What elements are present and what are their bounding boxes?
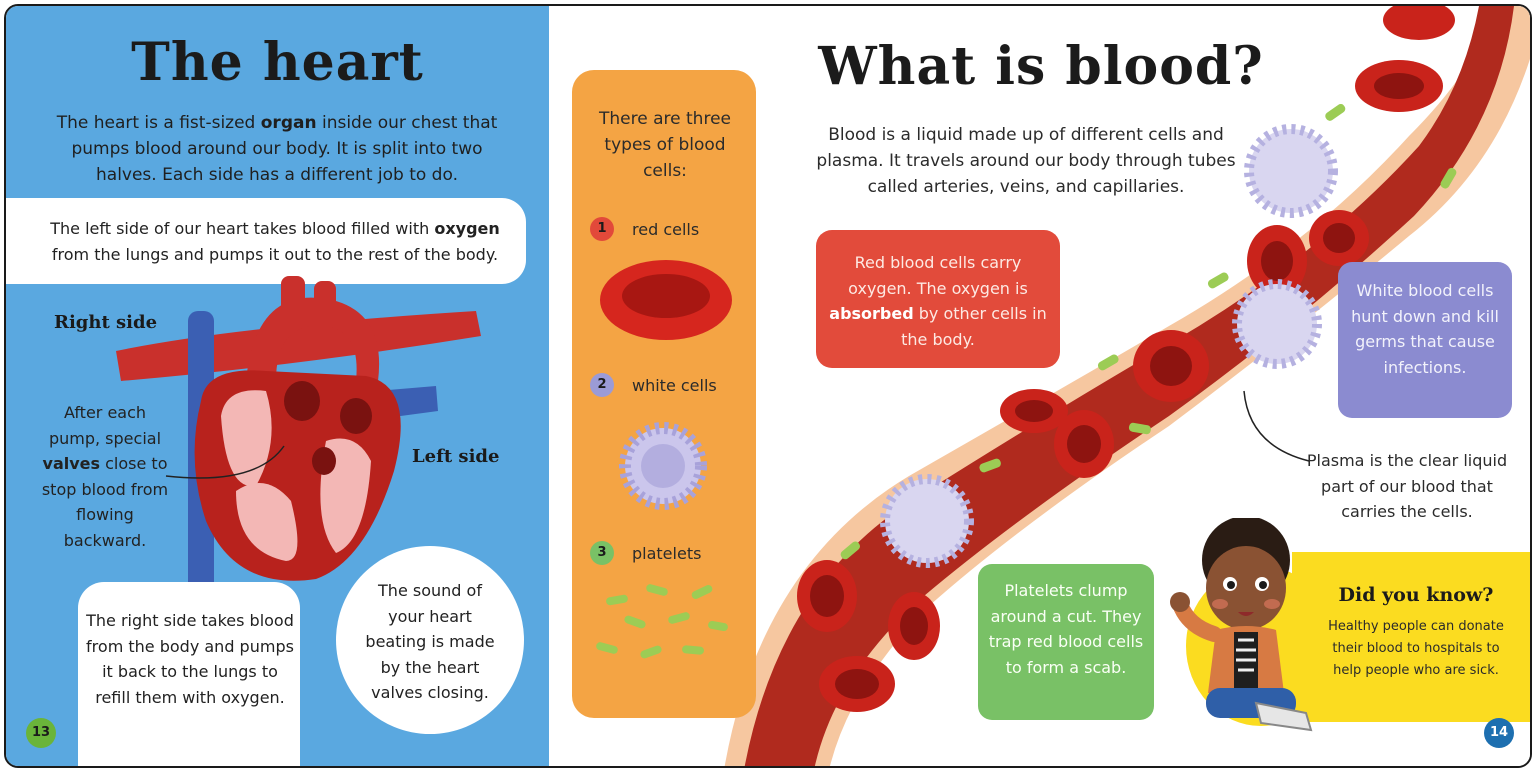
heart-intro-part1: The heart is a fist-sized — [56, 113, 261, 133]
page-number-14: 14 — [1484, 718, 1514, 748]
cell-type-number: 3 — [590, 541, 614, 565]
did-you-know-title: Did you know? — [1338, 584, 1494, 606]
valves-pointer — [165, 445, 285, 479]
right-atrium — [221, 390, 272, 487]
did-you-know-box — [1292, 552, 1530, 722]
sound-text: The sound of your heart beating is made … — [365, 581, 495, 702]
platelet — [1440, 167, 1457, 189]
red-box-part2: by other cells in the body. — [901, 304, 1047, 349]
valve-1 — [284, 381, 320, 421]
plasma-note: Plasma is the clear liquid part of our b… — [1306, 451, 1508, 521]
left-page: The heart The heart is a fist-sized orga… — [6, 6, 549, 766]
right-ventricle — [236, 483, 298, 561]
left-side-box — [6, 198, 526, 284]
cell-type-red: 1 red cells — [590, 216, 699, 242]
heart-intro-part2: inside our chest that pumps blood around… — [71, 113, 498, 185]
white-cells-box — [1338, 262, 1512, 418]
white-cells-text: White blood cells hunt down and kill ger… — [1351, 281, 1499, 377]
heart-illustration — [116, 276, 481, 591]
label-left-side: Left side — [412, 446, 500, 467]
valve-2 — [340, 398, 372, 434]
platelet — [1325, 103, 1346, 121]
right-side-box — [78, 582, 300, 766]
plasma-pointer — [1243, 390, 1310, 462]
red-cell-center — [1323, 223, 1355, 253]
left-side-bold: oxygen — [434, 219, 500, 238]
left-side-part2: from the lungs and pumps it out to the r… — [51, 245, 499, 264]
red-cell-center — [1261, 241, 1293, 281]
white-cell — [880, 474, 974, 568]
platelet — [1128, 422, 1151, 435]
red-cell-center — [1015, 400, 1053, 422]
vessel-lumen — [744, 6, 1514, 766]
page-number-13: 13 — [26, 718, 56, 748]
aorta-branch-1 — [281, 276, 305, 321]
valve-3 — [312, 447, 336, 475]
sound-circle — [336, 546, 524, 734]
red-cell-center — [835, 669, 879, 699]
red-box-bold: absorbed — [829, 304, 914, 323]
red-cell-center — [1374, 73, 1424, 99]
right-side-text: The right side takes blood from the body… — [86, 611, 294, 707]
white-cell — [1232, 279, 1322, 369]
cell-type-label: red cells — [632, 219, 700, 239]
cell-type-platelets: 3 platelets — [590, 540, 701, 566]
red-cell-center — [900, 607, 928, 645]
cell-type-white: 2 white cells — [590, 372, 717, 398]
platelet — [840, 541, 861, 560]
red-cell-icon — [600, 260, 732, 340]
platelets-text: Platelets clump around a cut. They trap … — [988, 581, 1144, 677]
cell-types-intro: There are three types of blood cells: — [599, 109, 731, 181]
white-cell-icon — [619, 422, 707, 510]
red-cell-center — [1067, 425, 1101, 463]
red-cell-center — [810, 575, 844, 617]
page-title-blood: What is blood? — [818, 36, 1264, 97]
red-cell — [1383, 6, 1455, 40]
platelets-box — [978, 564, 1154, 720]
red-cell-center — [1150, 346, 1192, 386]
valves-bold: valves — [42, 454, 101, 473]
left-side-part1: The left side of our heart takes blood f… — [50, 219, 435, 238]
book-spread: The heart The heart is a fist-sized orga… — [4, 4, 1532, 768]
platelet — [1207, 272, 1229, 289]
valves-part2: close to stop blood from flowing backwar… — [41, 454, 169, 550]
cell-type-label: platelets — [632, 543, 702, 563]
red-box-part1: Red blood cells carry oxygen. The oxygen… — [848, 253, 1028, 298]
page-title-heart: The heart — [131, 32, 424, 93]
platelets-icon — [596, 584, 728, 659]
cell-type-label: white cells — [632, 375, 717, 395]
did-you-know-text: Healthy people can donate their blood to… — [1328, 619, 1504, 678]
valves-part1: After each pump, special — [48, 403, 162, 448]
red-cells-box — [816, 230, 1060, 368]
aorta — [246, 297, 380, 381]
cell-type-number: 1 — [590, 217, 614, 241]
blood-vessel-illustration — [724, 6, 1530, 766]
platelet — [979, 458, 1001, 473]
cell-type-number: 2 — [590, 373, 614, 397]
valves-note: After each pump, special valves close to… — [40, 400, 170, 553]
heart-intro-bold: organ — [260, 113, 317, 133]
heart-intro: The heart is a fist-sized organ inside o… — [42, 110, 512, 188]
white-cell — [1244, 124, 1338, 218]
label-right-side: Right side — [54, 312, 158, 333]
child-illustration — [1170, 518, 1313, 732]
platelet — [1097, 354, 1119, 371]
aorta-branch-2 — [314, 281, 336, 321]
blood-intro: Blood is a liquid made up of different c… — [816, 125, 1236, 197]
red-cells-text: Red blood cells carry oxygen. The oxygen… — [826, 250, 1050, 352]
left-side-text: The left side of our heart takes blood f… — [40, 216, 510, 268]
